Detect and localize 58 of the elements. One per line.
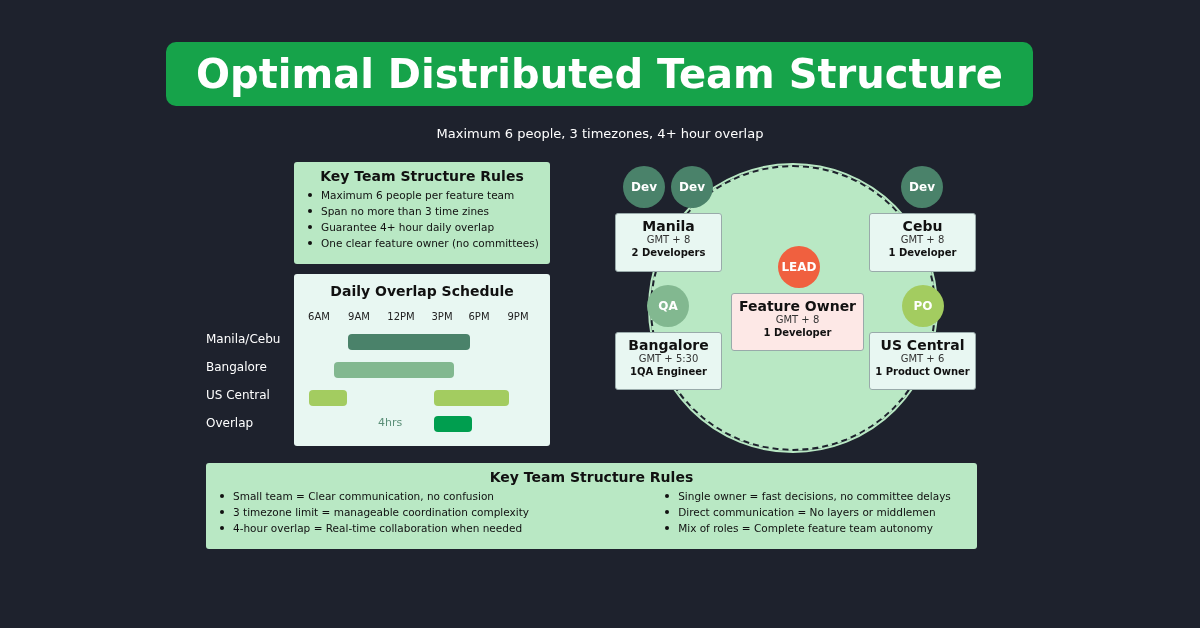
timezone-text: GMT + 8 [899,234,946,245]
schedule-bar [309,390,347,406]
rules-panel [206,463,977,549]
panel-heading: Key Team Structure Rules [488,469,695,485]
role-count-text: 1QA Engineer [629,366,708,377]
schedule-bar [334,362,454,378]
location-card [869,213,976,272]
bullet-text: Guarantee 4+ hour daily overlap [321,220,495,235]
location-card [731,293,864,351]
time-label: 12PM [386,311,416,322]
time-label: 3PM [430,311,454,322]
card-title: Feature Owner [737,298,858,314]
role-count-text: 2 Developers [630,247,707,258]
card-title: Manila [641,218,696,234]
location-card [615,213,722,272]
bullet-text: 3 timezone limit = manageable coordination complexity [233,505,529,520]
location-card [615,332,722,390]
timezone-text: GMT + 8 [645,234,692,245]
bullet-text: Mix of roles = Complete feature team autonomy [678,521,933,536]
role-badge: Dev [623,166,665,208]
role-badge: Dev [901,166,943,208]
bullet-text: Small team = Clear communication, no confusion [233,489,494,504]
panel-heading: Daily Overlap Schedule [329,283,515,299]
schedule-bar [348,334,470,350]
row-label: Manila/Cebu [206,332,281,346]
title-banner: Optimal Distributed Team Structure [166,42,1033,106]
bar-label: 4hrs [378,416,403,429]
schedule-panel [294,274,550,446]
time-label: 9PM [506,311,530,322]
row-label: Overlap [206,416,254,430]
bullet-text: Maximum 6 people per feature team [321,188,515,203]
role-count-text: 1 Developer [762,327,833,338]
time-label: 6AM [307,311,331,322]
bullet-text: 4-hour overlap = Real-time collaboration when needed [233,521,523,536]
timezone-text: GMT + 8 [774,314,821,325]
time-label: 6PM [467,311,491,322]
role-count-text: 1 Developer [887,247,958,258]
time-label: 9AM [347,311,371,322]
location-card [869,332,976,390]
rules-panel [294,162,550,264]
schedule-bar [434,416,472,432]
card-title: Bangalore [627,337,710,353]
card-title: Cebu [901,218,944,234]
subtitle: Maximum 6 people, 3 timezones, 4+ hour overlap [435,126,765,141]
bullet-text: Span no more than 3 time zines [321,204,489,219]
timezone-text: GMT + 5:30 [637,353,700,364]
bullet-text: Single owner = fast decisions, no committee delays [678,489,951,504]
bullet-text: Direct communication = No layers or middlemen [678,505,936,520]
schedule-bar [434,390,509,406]
role-badge: LEAD [778,246,820,288]
role-count-text: 1 Product Owner [874,366,971,377]
panel-heading: Key Team Structure Rules [319,168,525,184]
role-badge: PO [902,285,944,327]
card-title: US Central [879,337,966,353]
row-label: US Central [206,388,270,402]
timezone-text: GMT + 6 [899,353,946,364]
row-label: Bangalore [206,360,267,374]
bullet-text: One clear feature owner (no committees) [321,236,539,251]
